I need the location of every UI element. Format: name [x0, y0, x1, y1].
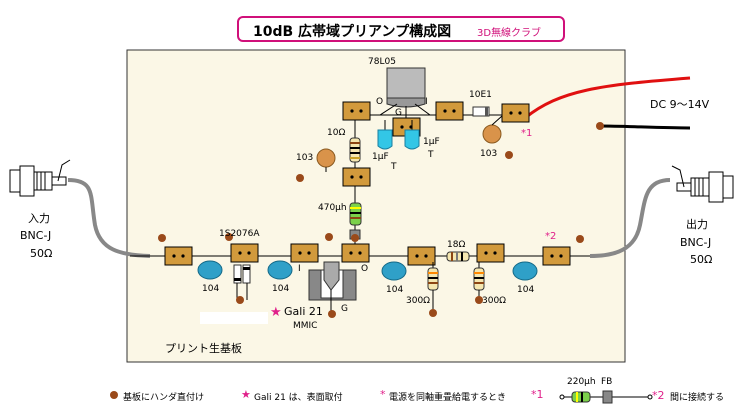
resistor-10ohm — [349, 137, 361, 163]
input-bnc-connector — [9, 159, 71, 197]
label-mmic: MMIC — [293, 321, 318, 331]
label-1uf-right: 1μF — [423, 137, 440, 147]
cap-103-right — [482, 124, 502, 144]
pad-output — [542, 246, 571, 266]
label-103-right: 103 — [480, 149, 498, 159]
legend-coil: 220μh — [567, 377, 596, 387]
pcb-board — [126, 49, 626, 363]
label-104-1: 104 — [202, 284, 220, 294]
label-amp-o: O — [361, 264, 369, 274]
cap-103-left — [316, 148, 336, 168]
label-amp-i: I — [298, 264, 301, 274]
pad-att-2 — [476, 243, 505, 263]
label-reg-i: I — [425, 97, 428, 107]
resistor-300ohm-1 — [427, 262, 439, 310]
label-r10: 10Ω — [327, 128, 346, 138]
label-note2: *2 — [545, 231, 557, 242]
input-coax — [67, 178, 151, 258]
diagram-subtitle: 3D無線クラブ — [477, 28, 542, 39]
pad-dc-in — [501, 103, 530, 123]
pad-bias — [342, 167, 371, 187]
label-1uf-left: 1μF — [372, 152, 389, 162]
label-18ohm: 18Ω — [447, 240, 466, 250]
pad-reg-in — [435, 101, 464, 121]
label-1s2076a: 1S2076A — [219, 229, 260, 239]
pad-att-1 — [407, 246, 436, 266]
legend-feed: 電源を同軸重畳給電するとき — [389, 393, 507, 403]
label-300ohm-2: 300Ω — [482, 296, 507, 306]
svg-text:★: ★ — [270, 305, 282, 320]
solder-points — [110, 122, 604, 399]
label-t-left: T — [391, 162, 397, 172]
inductor-470uh — [349, 202, 362, 240]
legend-connect: 間に接続する — [670, 393, 725, 403]
legend-gali: Gali 21 は、表面取付 — [254, 393, 343, 403]
label-104-2: 104 — [272, 284, 290, 294]
dc-black-wire — [599, 124, 691, 130]
regulator-78l05 — [379, 67, 431, 125]
label-input-bnc: BNC-J — [20, 229, 52, 242]
output-coax — [589, 178, 671, 258]
diode-pair-1s2076a — [233, 264, 251, 300]
legend-fb: FB — [601, 377, 613, 387]
label-reg-o: O — [376, 97, 384, 107]
legend-solder: 基板にハンダ直付け — [123, 393, 205, 403]
label-amp-g: G — [341, 304, 348, 314]
blank-label — [200, 312, 268, 324]
resistor-18ohm — [446, 251, 470, 262]
tantalum-capacitors — [377, 120, 420, 150]
legend-connect-ref: *2 — [652, 389, 665, 402]
label-board: プリント生基板 — [165, 342, 242, 355]
label-input-ohm: 50Ω — [30, 247, 53, 260]
label-gali21: Gali 21 — [284, 305, 323, 318]
dc-red-wire — [524, 76, 691, 120]
label-104-3: 104 — [386, 285, 404, 295]
resistor-300ohm-2 — [473, 262, 485, 297]
pad-input — [164, 246, 193, 266]
label-output-bnc: BNC-J — [680, 236, 712, 249]
svg-text:★: ★ — [241, 388, 251, 401]
pad-amp-out — [341, 243, 370, 263]
label-103-left: 103 — [296, 153, 314, 163]
mmic-gali21 — [308, 261, 357, 312]
label-t-right: T — [428, 150, 434, 160]
output-bnc-connector — [671, 165, 734, 203]
label-78l05: 78L05 — [368, 57, 396, 67]
label-output-ohm: 50Ω — [690, 253, 713, 266]
label-104-4: 104 — [517, 285, 535, 295]
label-dc: DC 9～14V — [650, 98, 710, 111]
label-470uh: 470μh — [318, 203, 347, 213]
pad-amp-in — [290, 243, 319, 263]
title-box: 10dB 広帯域プリアンプ構成図 3D無線クラブ — [237, 16, 565, 42]
chip-caps-104 — [197, 260, 538, 281]
label-300ohm-1: 300Ω — [406, 296, 431, 306]
pad-reg-out — [342, 101, 371, 121]
legend-feed-star: * — [380, 388, 386, 401]
pad-diode — [230, 243, 259, 263]
label-reg-g: G — [395, 108, 402, 118]
label-10e1: 10E1 — [469, 90, 492, 100]
label-output: 出力 — [686, 218, 708, 231]
diode-10e1 — [472, 106, 490, 117]
diagram-title: 10dB 広帯域プリアンプ構成図 — [253, 24, 452, 40]
legend-feed-ref: *1 — [531, 388, 544, 401]
label-input: 入力 — [28, 212, 50, 225]
label-note1: *1 — [521, 128, 533, 139]
legend-coil-fb — [559, 390, 653, 404]
